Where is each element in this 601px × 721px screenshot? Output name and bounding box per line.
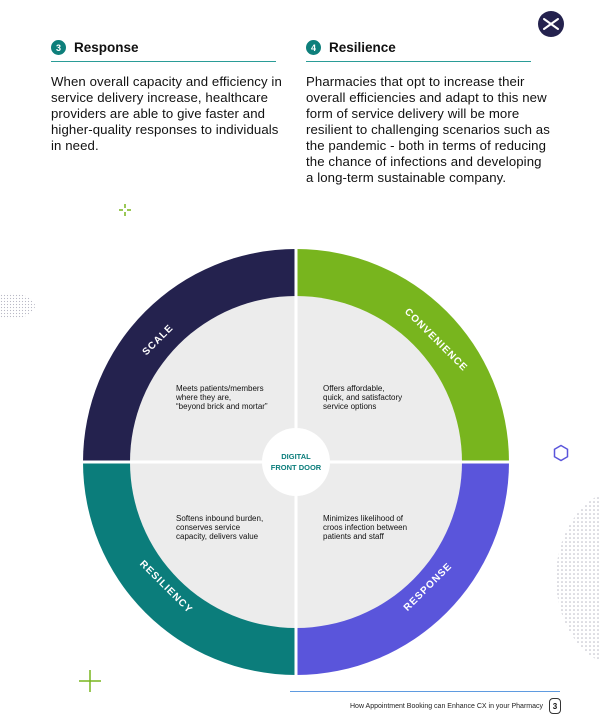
dot-pattern xyxy=(556,488,601,668)
section-body: Pharmacies that opt to increase their ov… xyxy=(306,74,550,185)
plus-icon xyxy=(79,670,101,692)
dot-pattern xyxy=(0,293,35,319)
section-number-badge: 4 xyxy=(306,40,321,55)
scale-text-line: “beyond brick and mortar” xyxy=(176,402,268,411)
footer-title: How Appointment Booking can Enhance CX i… xyxy=(350,702,543,710)
section-title: Response xyxy=(74,40,139,55)
convenience-text-line: quick, and satisfactory xyxy=(323,393,402,402)
footer-rule xyxy=(290,691,560,692)
center-label-line-1: DIGITAL xyxy=(281,452,311,461)
convenience-text-line: service options xyxy=(323,402,376,411)
scale-text-line: Meets patients/members xyxy=(176,384,264,393)
response-section: 3 Response When overall capacity and eff… xyxy=(51,40,296,154)
convenience-text-line: Offers affordable, xyxy=(323,384,385,393)
response-text-line: Minimizes likelihood of xyxy=(323,514,404,523)
hexagon-icon xyxy=(553,444,569,462)
scale-text-line: where they are, xyxy=(175,393,231,402)
plus-icon xyxy=(119,204,131,216)
center-label-line-2: FRONT DOOR xyxy=(271,463,322,472)
response-text-line: croos infection between xyxy=(323,523,407,532)
page-footer: How Appointment Booking can Enhance CX i… xyxy=(350,698,561,714)
response-heading: 3 Response xyxy=(51,40,296,55)
resiliency-text-line: conserves service xyxy=(176,523,241,532)
section-title: Resilience xyxy=(329,40,396,55)
section-body: When overall capacity and efficiency in … xyxy=(51,74,282,153)
resilience-heading: 4 Resilience xyxy=(306,40,556,55)
resilience-section: 4 Resilience Pharmacies that opt to incr… xyxy=(306,40,556,186)
page-number: 3 xyxy=(549,698,561,714)
logo-icon xyxy=(538,11,564,37)
section-divider xyxy=(51,61,276,62)
center-badge xyxy=(262,428,330,496)
resiliency-text-line: Softens inbound burden, xyxy=(176,514,263,523)
digital-front-door-wheel: DIGITAL FRONT DOOR SCALE CONVENIENCE RES… xyxy=(80,246,512,678)
section-divider xyxy=(306,61,531,62)
response-text-line: patients and staff xyxy=(323,532,385,541)
section-number-badge: 3 xyxy=(51,40,66,55)
resiliency-text-line: capacity, delivers value xyxy=(176,532,259,541)
